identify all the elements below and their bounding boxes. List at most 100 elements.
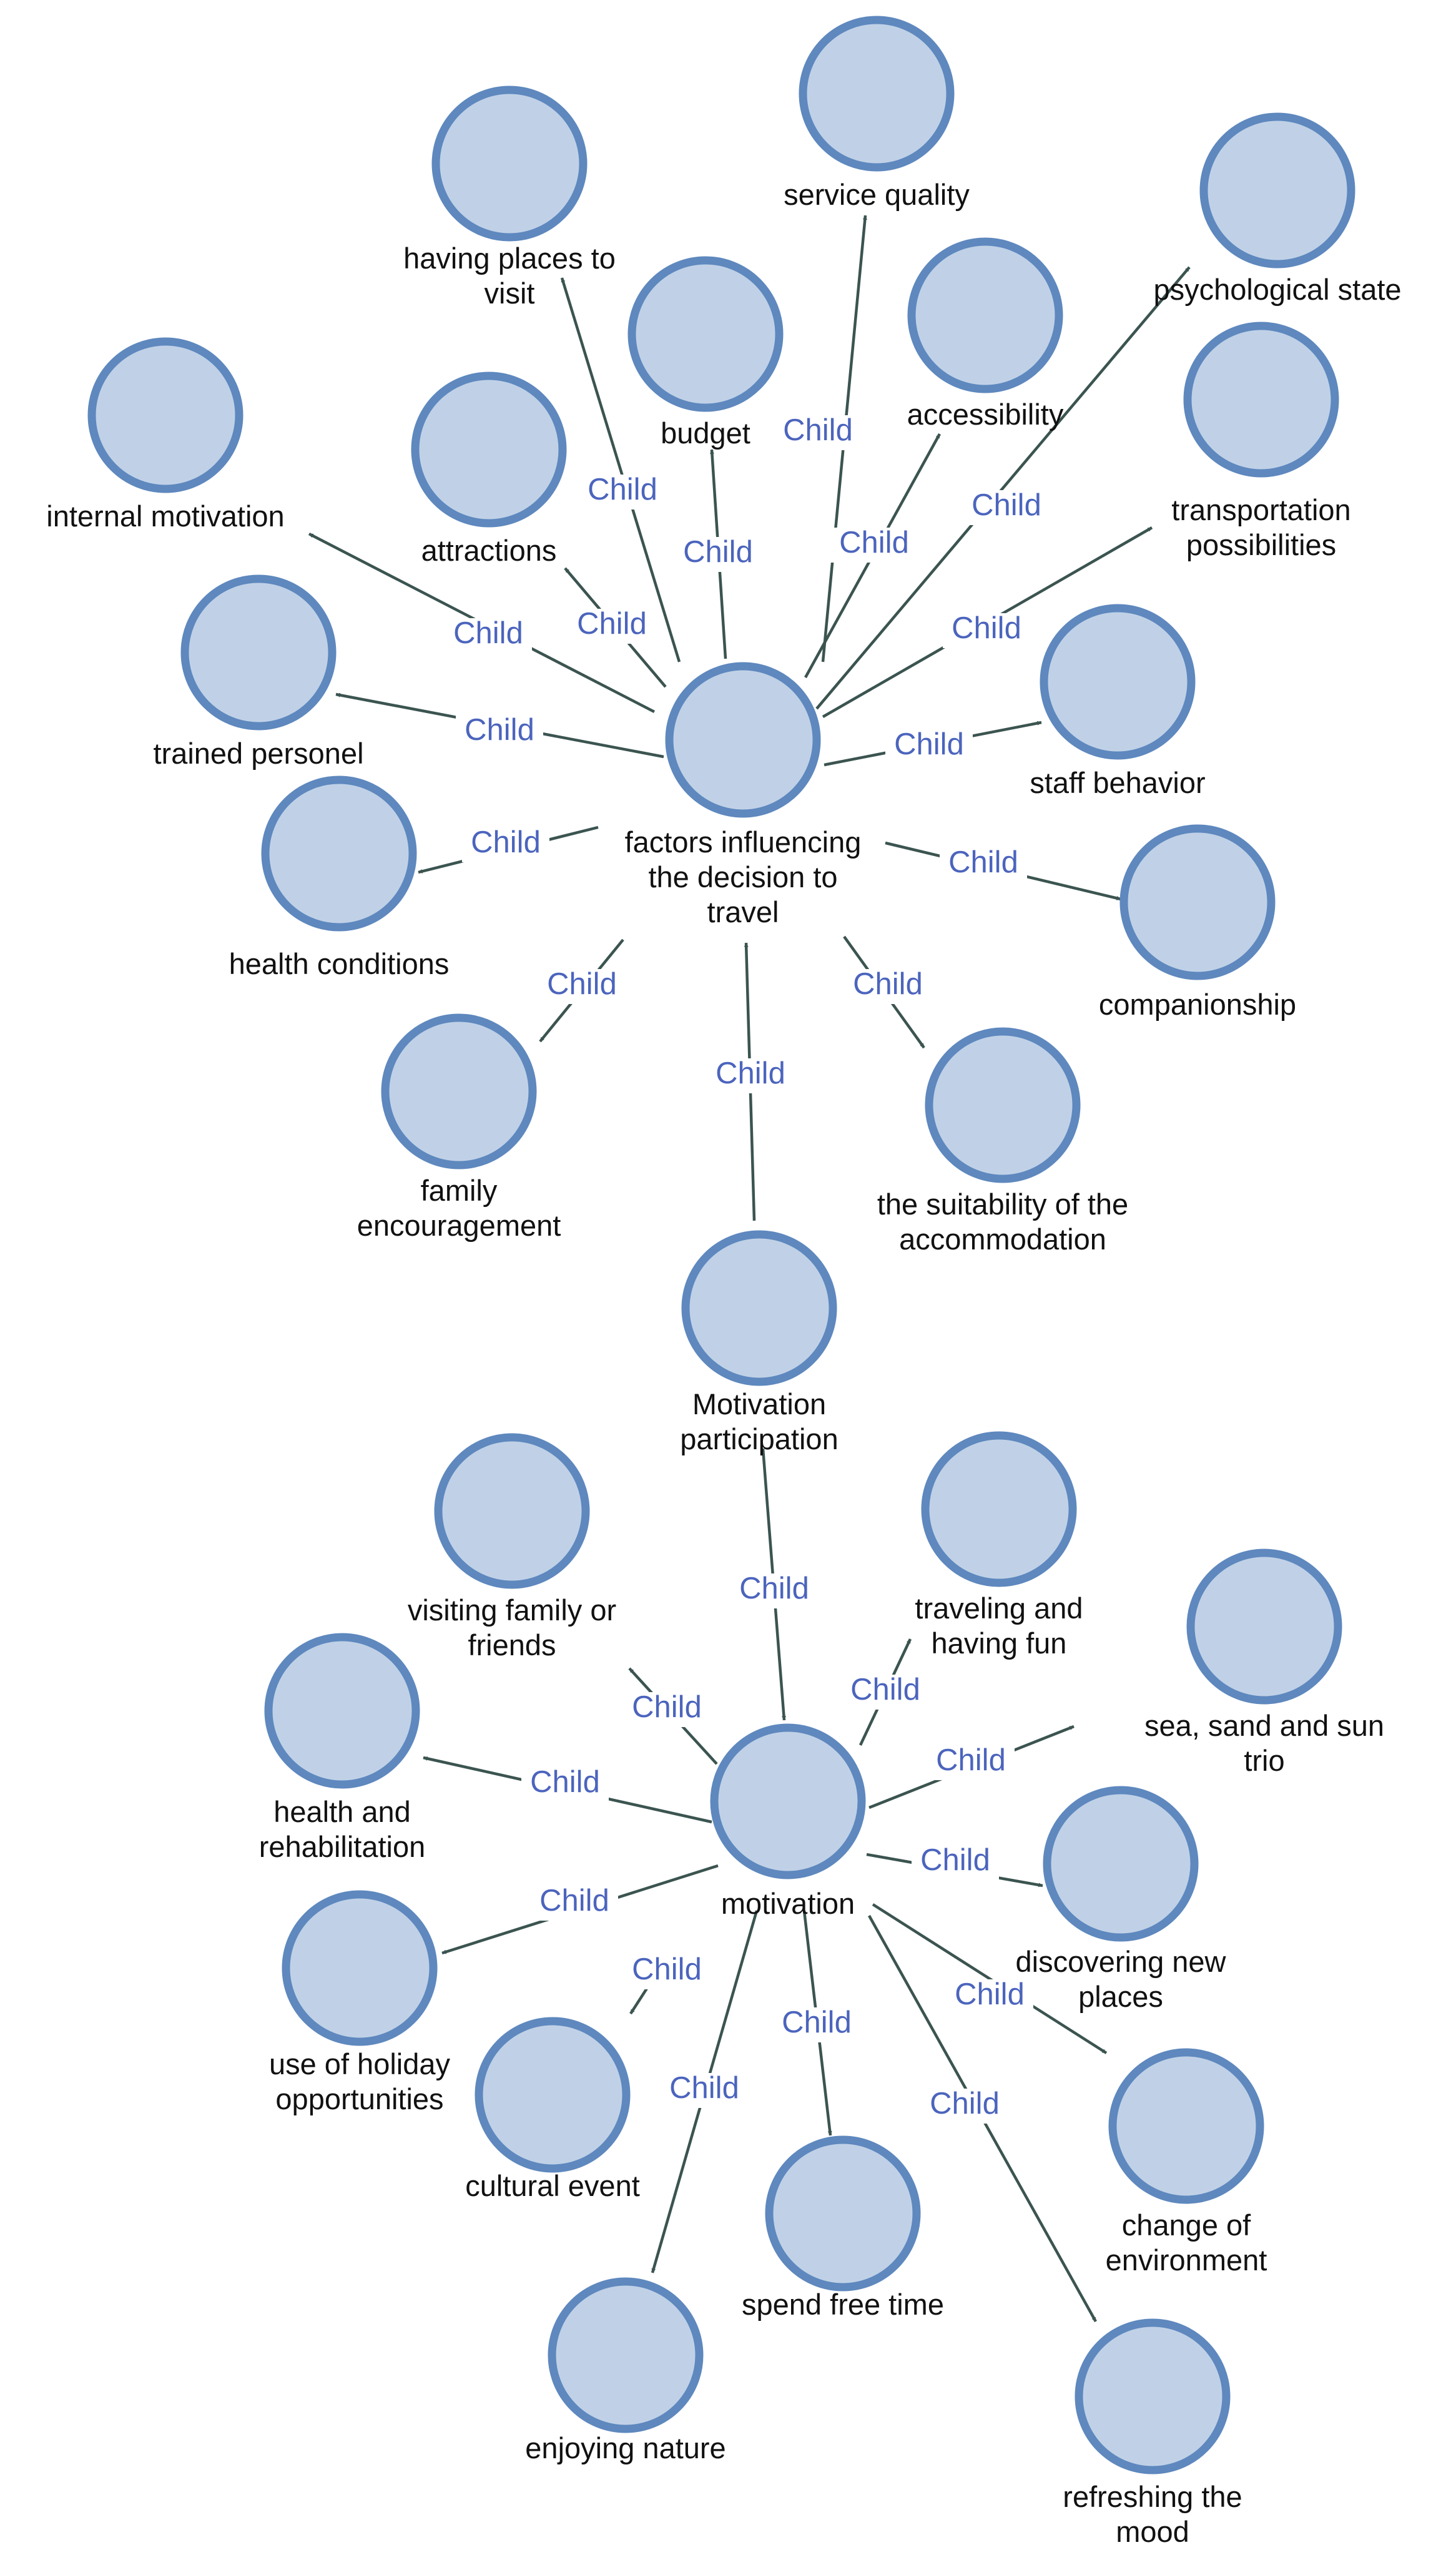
node-circle[interactable] [925,1027,1081,1183]
edge-label: Child [782,2006,852,2039]
node-circle[interactable] [1183,322,1339,478]
node-circle[interactable] [799,16,955,172]
node-label-line: travel [707,895,779,928]
edge-label-background [963,490,1050,525]
node-spend-free-time[interactable]: spend free time [742,2135,944,2321]
edge-label: Child [894,727,964,761]
node-circle[interactable] [1199,112,1355,268]
node-circle[interactable] [264,1633,420,1789]
node-label: spend free time [742,2288,944,2321]
edge-label: Child [588,473,657,506]
node-label-line: psychological state [1153,273,1401,306]
node-circle[interactable] [475,2017,631,2173]
edge-label-background [445,618,532,653]
edge-motivation-to-refreshing_mood: Child [868,1914,1097,2323]
node-label-line: places [1078,1980,1163,2013]
edge-motivation-to-change_env: Child [872,1903,1108,2054]
node-accessibility[interactable]: accessibility [907,237,1064,431]
node-circle[interactable] [1043,1786,1199,1942]
node-staff-behavior[interactable]: staff behavior [1030,604,1206,799]
node-circle[interactable] [87,337,243,493]
node-attractions[interactable]: attractions [411,372,567,567]
edge-label: Child [471,825,541,859]
edge-label: Child [539,1884,609,1918]
node-circle[interactable] [1108,2048,1264,2204]
node-circle[interactable] [665,662,821,818]
edge-label-background [774,415,862,450]
node-enjoying-nature[interactable]: enjoying nature [525,2277,726,2464]
edge-label: Child [632,1690,702,1724]
edge-label-background [531,1886,618,1921]
node-label-line: the suitability of the [877,1188,1128,1221]
node-circle[interactable] [434,1433,590,1589]
node-trained-personel[interactable]: trained personel [153,574,364,770]
node-service-quality[interactable]: service quality [784,16,970,211]
edge-label-background [674,537,762,572]
node-health-conditions[interactable]: health conditions [229,775,450,980]
edge-label: Child [577,607,647,641]
node-label-line: internal motivation [46,500,284,533]
edge-motivation-to-holiday_opps: Child [441,1864,719,1955]
node-label-line: mood [1116,2515,1189,2548]
node-circle[interactable] [681,1230,837,1386]
node-circle[interactable] [627,256,784,412]
node-circle[interactable] [1186,1548,1342,1705]
node-companionship[interactable]: companionship [1099,824,1296,1021]
node-label-line: friends [468,1628,556,1662]
node-circle[interactable] [411,372,567,528]
edge-label: Child [850,1673,920,1706]
node-circle[interactable] [261,775,417,932]
node-circle[interactable] [548,2277,704,2433]
edge-label-background [842,1675,929,1710]
node-internal-motivation[interactable]: internal motivation [46,337,285,533]
edge-label-background [661,2073,748,2108]
node-cultural-event[interactable]: cultural event [465,2017,640,2202]
edge-factors-to-family_encouragement: Child [538,938,626,1043]
node-circle[interactable] [710,1723,866,1879]
node-motivation[interactable]: motivation [710,1723,866,1920]
node-label-line: family [421,1174,498,1207]
node-circle[interactable] [765,2135,921,2292]
edge-label-background [830,528,918,563]
node-circle[interactable] [907,237,1063,393]
node-circle[interactable] [180,574,337,731]
edge-label: Child [547,967,617,1001]
node-circle[interactable] [1075,2318,1231,2474]
node-label: motivation [721,1887,855,1920]
node-label-line: accessibility [907,398,1064,431]
node-label: attractions [421,534,557,567]
node-label: cultural event [465,2169,640,2202]
node-circle[interactable] [431,86,588,242]
node-circle[interactable] [282,1890,438,2046]
node-circle[interactable] [921,1431,1077,1587]
node-circle[interactable] [1040,604,1196,760]
edge-factors-to-psychological_state: Child [815,266,1191,710]
node-label-line: accommodation [899,1223,1106,1256]
node-budget[interactable]: budget [627,256,784,450]
node-label: budget [661,416,750,450]
edge-label-background [940,847,1027,882]
node-circle[interactable] [1119,824,1276,980]
node-circle[interactable] [381,1013,537,1169]
edge-motivation-to-sea_sand_sun: Child [868,1725,1075,1809]
node-psychological-state[interactable]: psychological state [1153,112,1402,306]
